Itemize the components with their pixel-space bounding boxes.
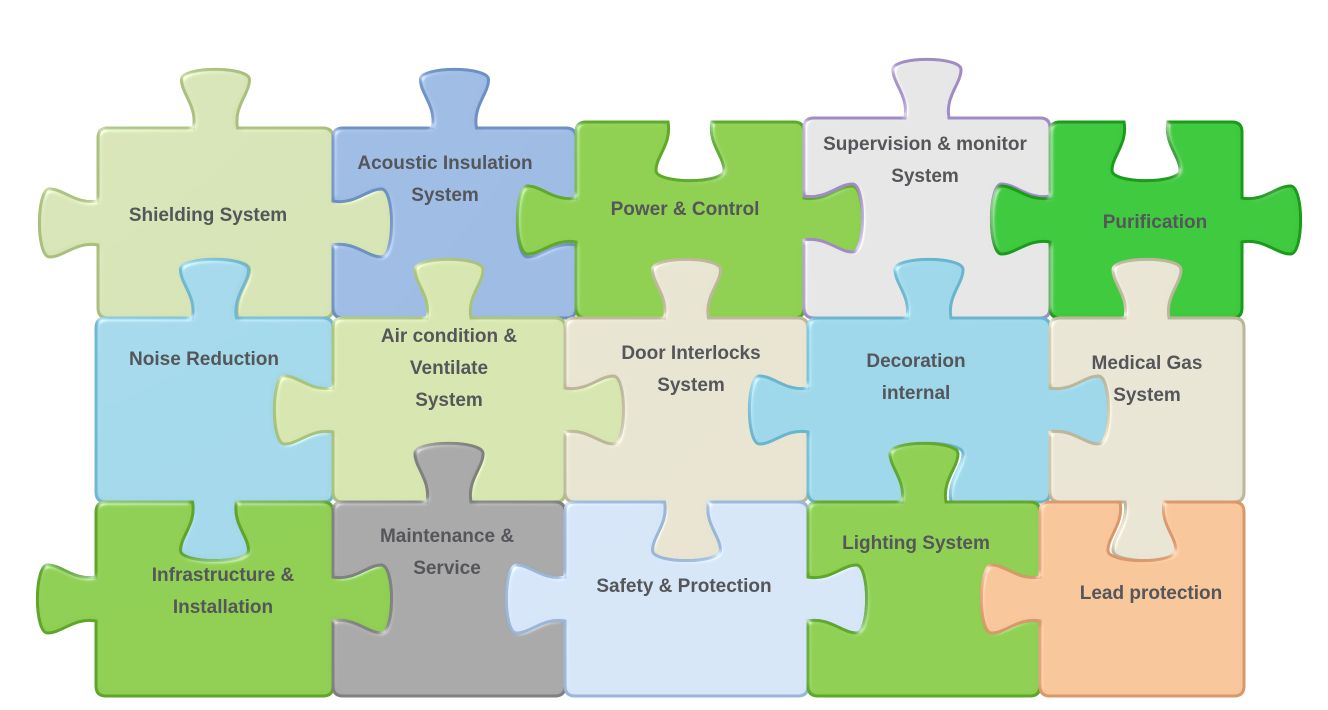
puzzle-piece-label: Lighting System (842, 533, 990, 554)
puzzle-piece-label-line: Installation (173, 597, 273, 618)
pieces-shapes (35, 57, 1303, 698)
puzzle-piece-acoustic-insulation (331, 67, 578, 379)
puzzle-piece-decoration-internal (747, 257, 1111, 504)
puzzle-piece-label-line: Maintenance & (380, 526, 514, 547)
puzzle-piece-shape (979, 500, 1246, 698)
puzzle-piece-label-line: Shielding System (129, 205, 287, 226)
puzzle-piece-label-line: System (1113, 385, 1181, 406)
puzzle-piece-label: Noise Reduction (129, 349, 279, 370)
puzzle-piece-label-line: System (415, 390, 483, 411)
puzzle-piece-label: Decoration internal (866, 351, 965, 404)
puzzle-piece-label-line: Infrastructure & (152, 565, 295, 586)
puzzle-piece-label: Power & Control (611, 199, 760, 220)
puzzle-piece-label-line: Service (413, 558, 481, 579)
puzzle-piece-label: Shielding System (129, 205, 287, 226)
puzzle-piece-label: Safety & Protection (596, 576, 771, 597)
puzzle-piece-lead-protection (979, 500, 1246, 698)
puzzle-piece-label-line: Supervision & monitor (823, 134, 1027, 155)
puzzle-piece-label-line: Power & Control (611, 199, 760, 220)
puzzle-piece-label-line: Ventilate (410, 358, 488, 379)
puzzle-piece-label-line: Decoration (866, 351, 965, 372)
puzzle-piece-label-line: System (411, 185, 479, 206)
puzzle-piece-label-line: System (657, 375, 725, 396)
puzzle-piece-label-line: Medical Gas (1092, 353, 1203, 374)
puzzle-piece-label: Maintenance & Service (380, 526, 514, 579)
puzzle-piece-label-line: Acoustic Insulation (357, 153, 532, 174)
puzzle-piece-label-line: Door Interlocks (621, 343, 760, 364)
puzzle-piece-label-line: internal (882, 383, 951, 404)
puzzle-piece-label-line: Safety & Protection (596, 576, 771, 597)
puzzle-piece-label-line: Lead protection (1080, 583, 1223, 604)
puzzle-piece-label-line: Purification (1103, 212, 1208, 233)
puzzle-piece-label-line: Noise Reduction (129, 349, 279, 370)
puzzle-piece-label-line: Air condition & (381, 326, 517, 347)
puzzle-piece-shape (331, 67, 578, 379)
puzzle-piece-label: Purification (1103, 212, 1208, 233)
puzzle-piece-label: Lead protection (1080, 583, 1223, 604)
puzzle-piece-label-line: System (891, 166, 959, 187)
puzzle-piece-shape (747, 257, 1111, 504)
puzzle-piece-label: Infrastructure & Installation (152, 565, 295, 618)
puzzle-piece-label-line: Lighting System (842, 533, 990, 554)
